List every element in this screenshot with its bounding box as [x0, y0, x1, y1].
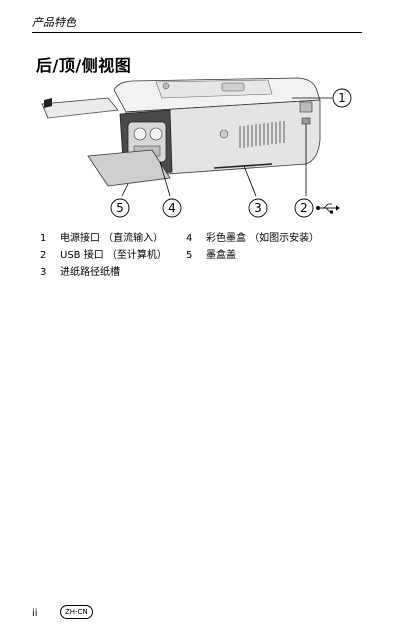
legend-item: 1 电源接口 （直流输入） [40, 230, 163, 247]
legend-number: 5 [186, 250, 193, 261]
printer-illustration: 1 2 3 4 5 [41, 77, 352, 218]
callout-1: 1 [332, 88, 352, 108]
svg-text:2: 2 [300, 201, 308, 215]
page-title: 后/顶/侧视图 [36, 56, 132, 75]
callout-3: 3 [248, 198, 268, 218]
svg-text:3: 3 [254, 201, 262, 215]
legend-item: 2 USB 接口 （至计算机） [40, 247, 167, 264]
legend-number: 4 [186, 233, 193, 244]
printer-body [113, 77, 321, 177]
running-header: 产品特色 [32, 16, 76, 29]
legend-label: 墨盒盖 [206, 250, 236, 261]
svg-text:5: 5 [116, 201, 124, 215]
legend-number: 2 [40, 250, 47, 261]
legend-number: 1 [40, 233, 47, 244]
callout-2: 2 [294, 198, 314, 218]
cartridge-door [87, 149, 171, 187]
legend-number: 3 [40, 267, 47, 278]
leader-line-3 [243, 165, 257, 197]
legend-label: 彩色墨盒 （如图示安装） [206, 233, 320, 244]
paper-tray [41, 97, 119, 119]
vent-grille [239, 121, 285, 148]
callout-4: 4 [162, 198, 182, 218]
legend-label: USB 接口 （至计算机） [60, 250, 167, 261]
legend-label: 进纸路径纸槽 [60, 267, 120, 278]
legend-item: 4 彩色墨盒 （如图示安装） [186, 230, 319, 247]
leader-line-4 [159, 161, 171, 197]
header-rule [32, 32, 362, 33]
legend-item: 5 墨盒盖 [186, 247, 236, 264]
svg-text:4: 4 [168, 201, 176, 215]
callout-5: 5 [110, 198, 130, 218]
legend-label: 电源接口 （直流输入） [60, 233, 164, 244]
locale-badge: ZH-CN [60, 605, 93, 619]
leader-line-5 [121, 183, 129, 197]
legend-item: 3 进纸路径纸槽 [40, 264, 120, 281]
svg-text:1: 1 [338, 91, 346, 105]
usb-icon [316, 203, 340, 214]
page-number: ii [32, 608, 38, 619]
